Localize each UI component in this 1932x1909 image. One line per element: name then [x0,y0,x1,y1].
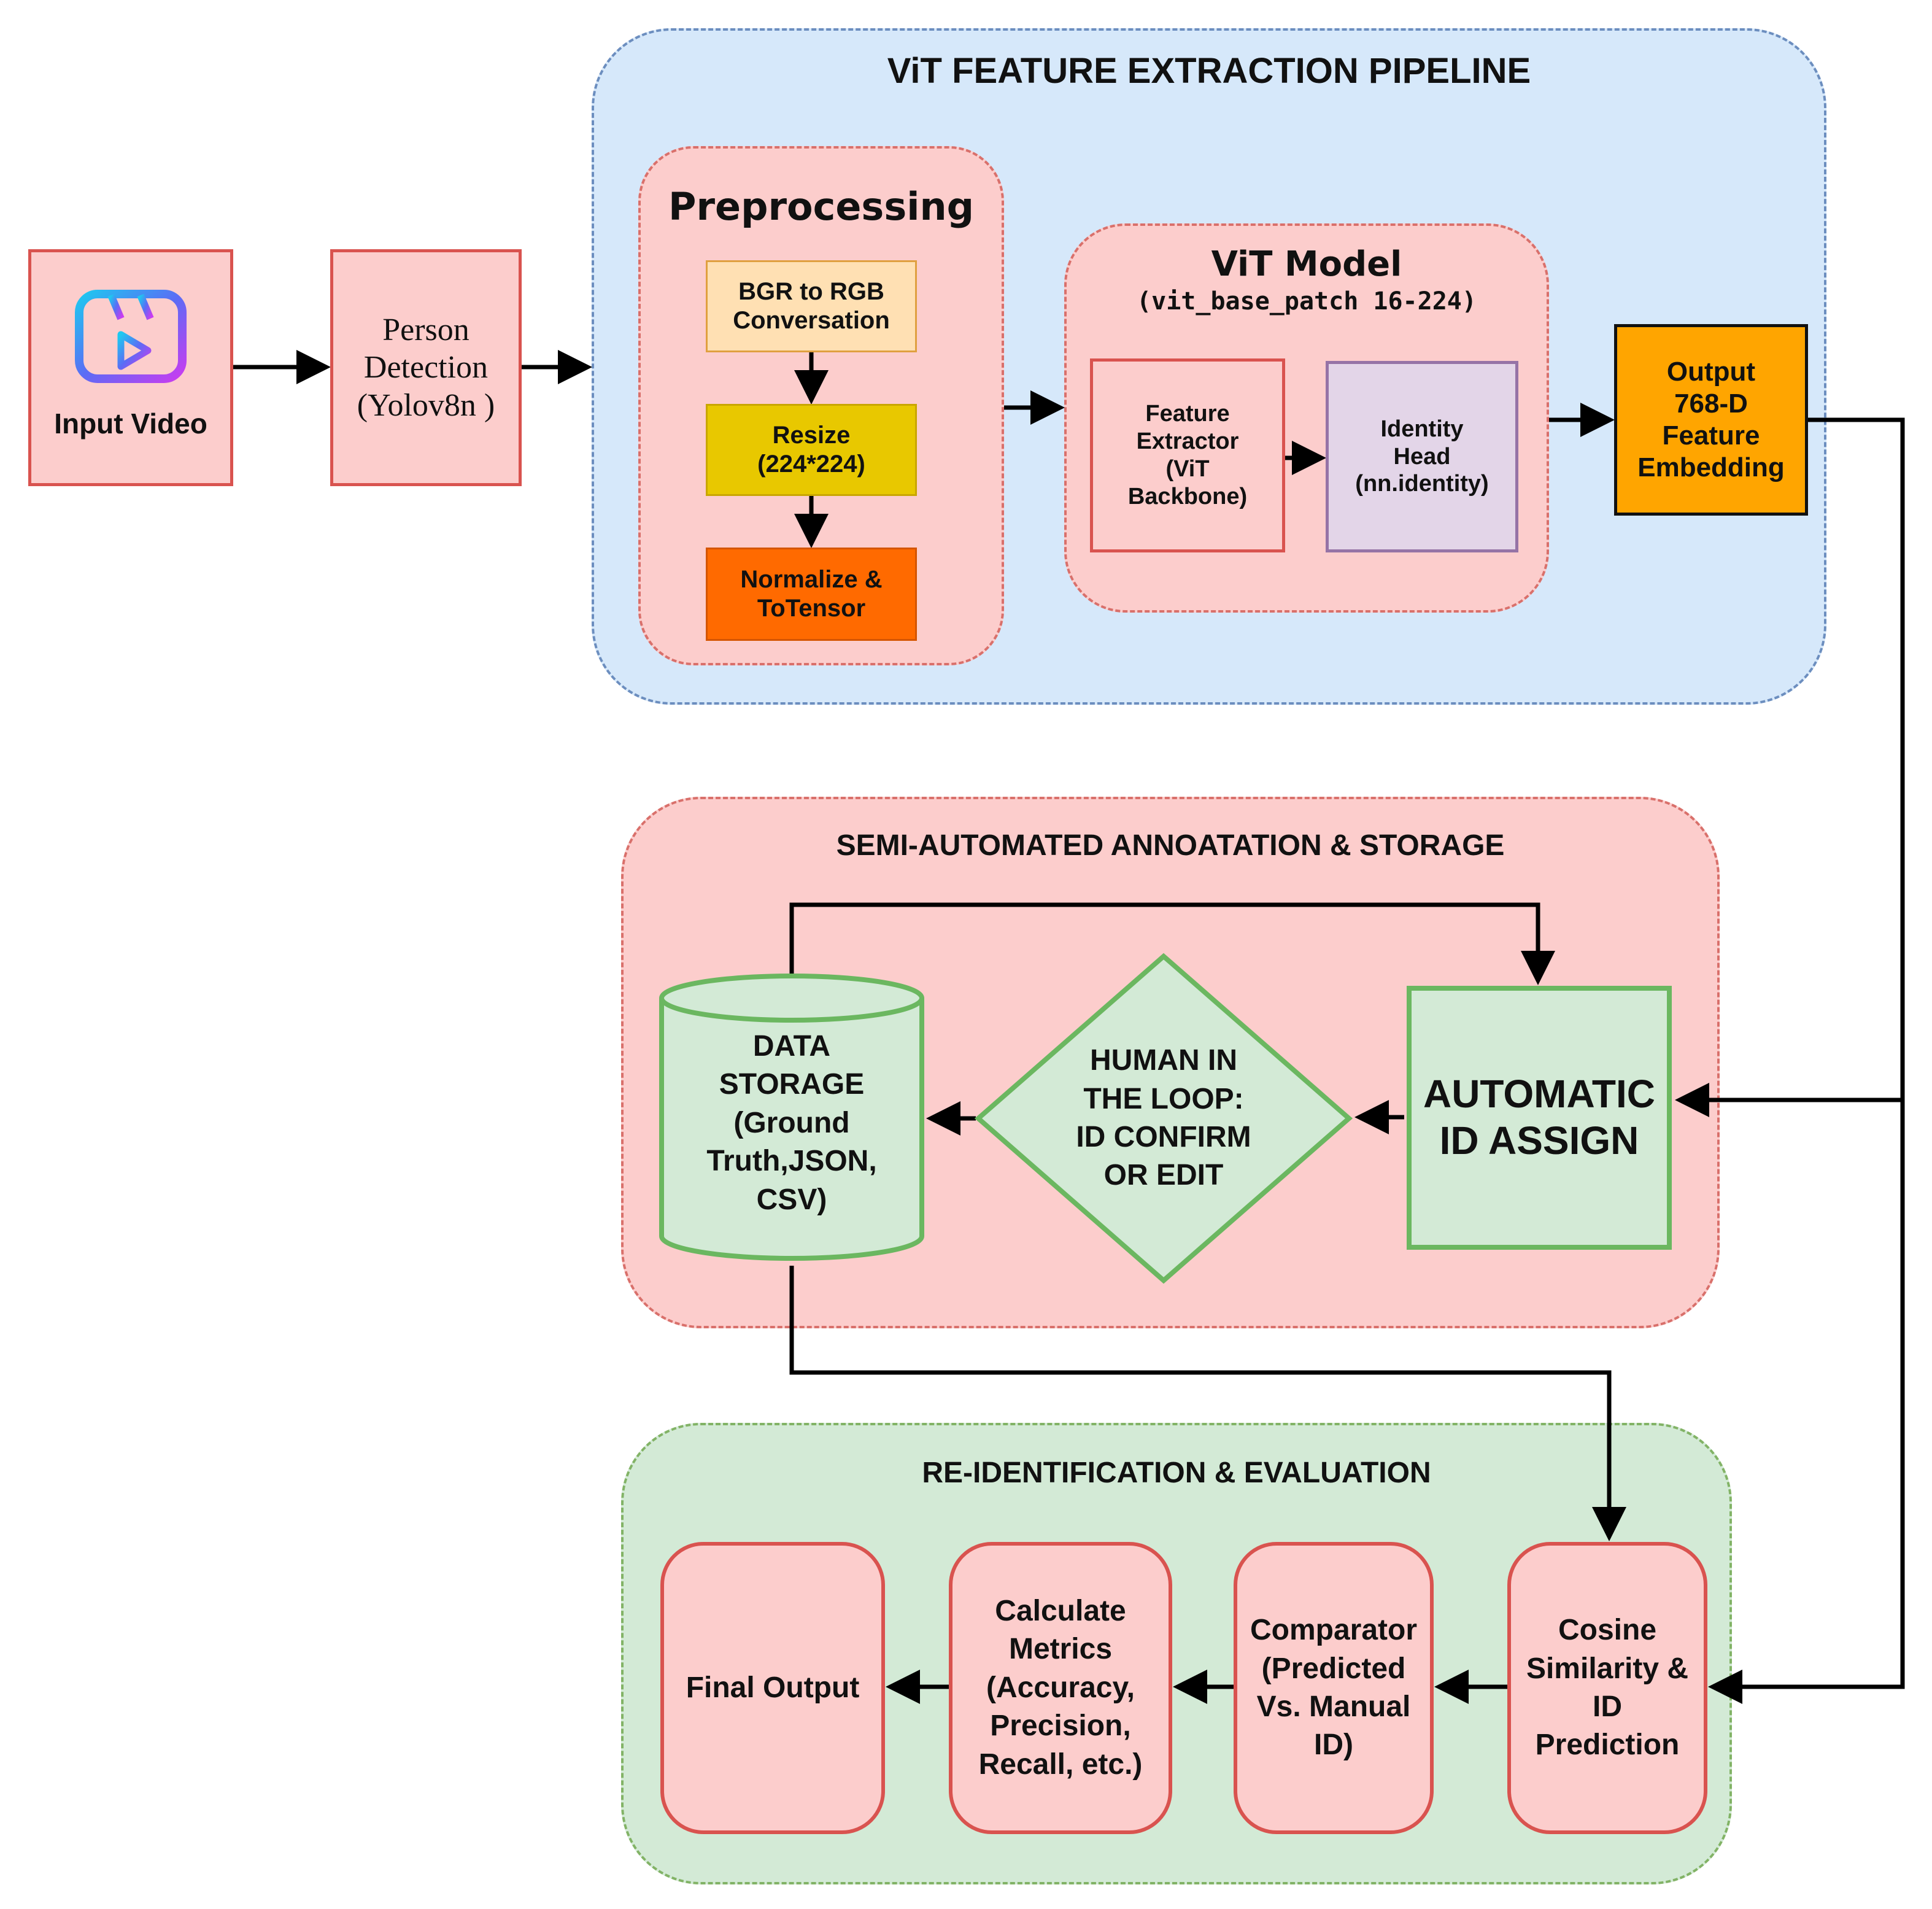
arrow-output-to-cosine [1708,1100,1905,1704]
vit-model-title: ViT Model [1211,244,1402,284]
normalize-box: Normalize & ToTensor [706,548,917,641]
comparator-box: Comparator (Predicted Vs. Manual ID) [1234,1542,1434,1834]
automatic-id-assign-box: AUTOMATIC ID ASSIGN [1407,986,1672,1250]
data-storage-cylinder [659,974,924,1261]
input-video-label: Input Video [54,408,207,439]
vit-model-subtitle: (vit_base_patch 16-224) [1137,287,1477,316]
human-in-loop-label: HUMAN IN THE LOOP: ID CONFIRM OR EDIT [1076,1044,1251,1192]
data-storage-label: DATA STORAGE (Ground Truth,JSON, CSV) [706,1030,877,1216]
annotation-title: SEMI-AUTOMATED ANNOATATION & STORAGE [836,829,1505,862]
input-video-box: Input Video [28,249,233,486]
video-play-icon [75,290,187,383]
identity-head-box: Identity Head (nn.identity) [1326,361,1518,552]
resize-box: Resize (224*224) [706,404,917,496]
cosine-similarity-box: Cosine Similarity & ID Prediction [1507,1542,1707,1834]
feature-extractor-box: Feature Extractor (ViT Backbone) [1090,358,1285,552]
vit-pipeline-title: ViT FEATURE EXTRACTION PIPELINE [887,51,1531,91]
preprocessing-title: Preprocessing [668,184,974,229]
final-output-box: Final Output [660,1542,885,1834]
output-embedding-box: Output 768-D Feature Embedding [1614,324,1808,516]
bgr-to-rgb-box: BGR to RGB Conversation [706,260,917,352]
reid-title: RE-IDENTIFICATION & EVALUATION [922,1457,1431,1489]
person-detection-box: Person Detection (Yolov8n ) [330,249,522,486]
calculate-metrics-box: Calculate Metrics (Accuracy, Precision, … [949,1542,1172,1834]
